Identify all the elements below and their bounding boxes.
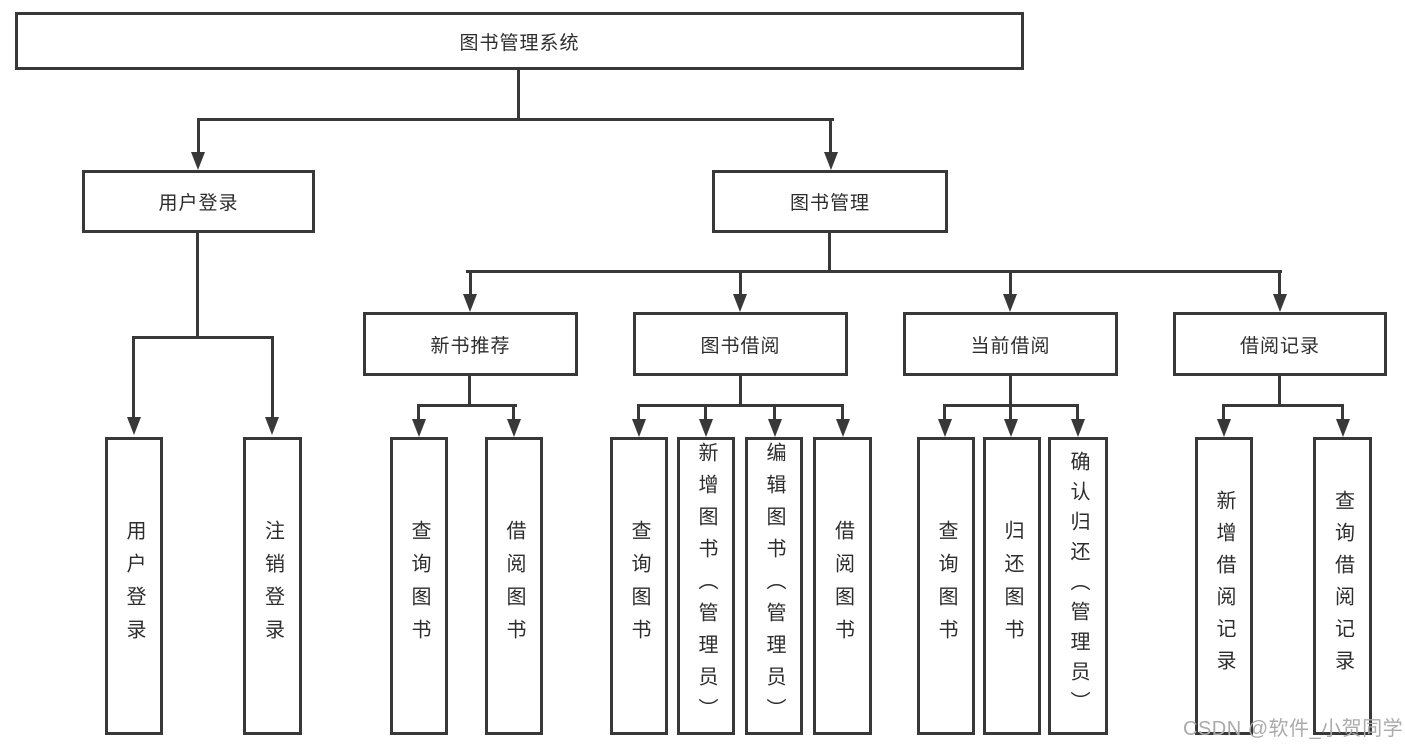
connector-line bbox=[1341, 404, 1344, 421]
leaf-query-borrow-record-label: 查询借阅记录 bbox=[1331, 490, 1354, 682]
leaf-logout-label: 注销登录 bbox=[261, 520, 284, 652]
connector-line bbox=[417, 404, 517, 407]
arrow-down-icon bbox=[733, 294, 747, 312]
connector-line bbox=[1076, 404, 1079, 421]
leaf-add-borrow-record-label: 新增借阅记录 bbox=[1213, 490, 1235, 682]
leaf-query-books-borrow-label: 查询图书 bbox=[628, 520, 650, 652]
node-book-borrow-label: 图书借阅 bbox=[700, 335, 781, 357]
arrow-down-icon bbox=[1336, 419, 1350, 437]
connector-line bbox=[1222, 404, 1344, 407]
connector-line bbox=[841, 404, 844, 421]
arrow-down-icon bbox=[768, 419, 782, 437]
leaf-query-books-borrow: 查询图书 bbox=[610, 437, 668, 735]
leaf-return-books: 归还图书 bbox=[983, 437, 1041, 735]
connector-line bbox=[1009, 404, 1012, 421]
node-borrow-records-label: 借阅记录 bbox=[1239, 335, 1320, 357]
connector-line bbox=[196, 233, 199, 339]
connector-line bbox=[468, 376, 471, 407]
leaf-confirm-return-admin: 确认归还（管理员） bbox=[1048, 437, 1108, 735]
connector-line bbox=[637, 404, 844, 407]
arrow-down-icon bbox=[412, 419, 426, 437]
node-book-management-label: 图书管理 bbox=[789, 193, 870, 214]
connector-line bbox=[704, 404, 707, 421]
node-current-borrow-label: 当前借阅 bbox=[970, 335, 1051, 357]
node-book-borrow: 图书借阅 bbox=[633, 312, 848, 376]
node-new-book-recommend: 新书推荐 bbox=[363, 312, 578, 376]
node-root-label: 图书管理系统 bbox=[459, 32, 580, 54]
leaf-borrow-books: 借阅图书 bbox=[813, 437, 872, 735]
node-current-borrow: 当前借阅 bbox=[903, 312, 1118, 376]
connector-line bbox=[197, 118, 834, 121]
leaf-return-books-label: 归还图书 bbox=[1001, 520, 1023, 652]
arrow-down-icon bbox=[1273, 294, 1287, 312]
leaf-add-books-admin: 新增图书（管理员） bbox=[677, 437, 735, 735]
connector-line bbox=[1009, 376, 1012, 407]
arrow-down-icon bbox=[1217, 419, 1231, 437]
arrow-down-icon bbox=[1003, 294, 1017, 312]
leaf-query-books-current: 查询图书 bbox=[917, 437, 975, 735]
node-borrow-records: 借阅记录 bbox=[1173, 312, 1387, 376]
connector-line bbox=[739, 376, 742, 407]
leaf-edit-books-admin: 编辑图书（管理员） bbox=[745, 437, 803, 735]
leaf-query-books-recommend: 查询图书 bbox=[390, 437, 448, 735]
connector-line bbox=[469, 270, 472, 296]
leaf-borrow-books-recommend: 借阅图书 bbox=[485, 437, 543, 735]
node-new-book-recommend-label: 新书推荐 bbox=[430, 335, 511, 357]
connector-line bbox=[512, 404, 515, 421]
arrow-down-icon bbox=[463, 294, 477, 312]
leaf-borrow-books-recommend-label: 借阅图书 bbox=[503, 520, 525, 652]
connector-line bbox=[271, 336, 274, 421]
arrow-down-icon bbox=[507, 419, 521, 437]
connector-line bbox=[829, 118, 832, 154]
leaf-query-books-recommend-label: 查询图书 bbox=[408, 520, 430, 652]
connector-line bbox=[132, 336, 135, 421]
connector-line bbox=[1278, 376, 1281, 407]
connector-line bbox=[1278, 270, 1281, 296]
connector-line bbox=[1009, 270, 1012, 296]
arrow-down-icon bbox=[1071, 419, 1085, 437]
connector-line bbox=[517, 70, 520, 120]
connector-line bbox=[197, 118, 200, 154]
arrow-down-icon bbox=[699, 419, 713, 437]
node-root: 图书管理系统 bbox=[15, 12, 1024, 70]
arrow-down-icon bbox=[127, 417, 141, 435]
connector-line bbox=[417, 404, 420, 421]
leaf-user-login: 用户登录 bbox=[105, 437, 163, 735]
arrow-down-icon bbox=[265, 417, 279, 435]
arrow-down-icon bbox=[836, 419, 850, 437]
connector-line bbox=[773, 404, 776, 421]
connector-line bbox=[637, 404, 640, 421]
arrow-down-icon bbox=[632, 419, 646, 437]
connector-line bbox=[466, 270, 1282, 273]
connector-line bbox=[132, 336, 274, 339]
leaf-edit-books-admin-label: 编辑图书（管理员） bbox=[763, 442, 785, 730]
leaf-add-books-admin-label: 新增图书（管理员） bbox=[695, 442, 717, 730]
arrow-down-icon bbox=[938, 419, 952, 437]
node-user-login: 用户登录 bbox=[82, 170, 315, 233]
leaf-add-borrow-record: 新增借阅记录 bbox=[1195, 437, 1253, 735]
node-user-login-label: 用户登录 bbox=[158, 193, 239, 214]
connector-line bbox=[828, 233, 831, 273]
leaf-confirm-return-admin-label: 确认归还（管理员） bbox=[1067, 451, 1089, 721]
leaf-user-login-label: 用户登录 bbox=[123, 520, 145, 652]
leaf-query-borrow-record: 查询借阅记录 bbox=[1313, 437, 1372, 735]
arrow-down-icon bbox=[824, 152, 838, 170]
node-book-management: 图书管理 bbox=[712, 170, 948, 233]
connector-line bbox=[943, 404, 946, 421]
csdn-watermark: CSDN @软件_小贺同学 bbox=[1183, 718, 1404, 740]
leaf-query-books-current-label: 查询图书 bbox=[935, 520, 957, 652]
arrow-down-icon bbox=[1004, 419, 1018, 437]
arrow-down-icon bbox=[191, 152, 205, 170]
connector-line bbox=[739, 270, 742, 296]
connector-line bbox=[1222, 404, 1225, 421]
leaf-logout: 注销登录 bbox=[243, 437, 302, 735]
leaf-borrow-books-label: 借阅图书 bbox=[831, 520, 854, 652]
